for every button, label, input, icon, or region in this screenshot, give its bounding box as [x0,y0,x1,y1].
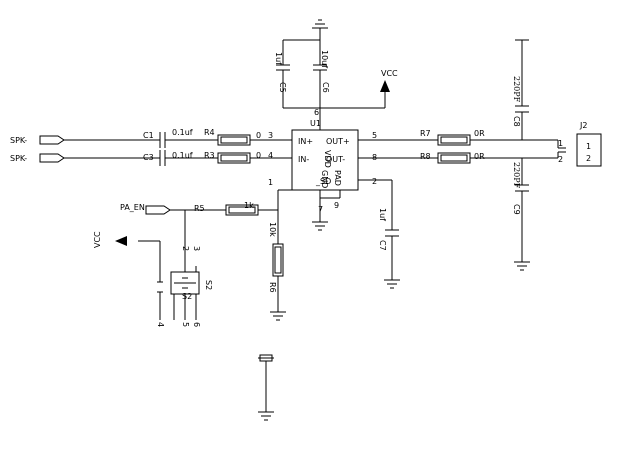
vcc-left-symbol: VCC [93,231,161,266]
r6-ref: R6 [268,282,277,293]
j2-side-pin-1: 1 [558,139,563,148]
capacitor-c7: 1uf C7 [358,179,400,289]
resistor-r3: R3 0 [204,151,261,164]
c1-ref: C1 [143,131,154,140]
u1-pin-in-minus: IN- [298,155,309,164]
c1-value: 0.1uf [172,128,193,137]
spk-port-bottom-label: SPK- [10,154,27,163]
u1-pin-2: 2 [372,177,377,186]
resistor-r7: R7 0R [420,129,485,146]
input-wires [64,139,292,159]
u1-label-pad: PAD [333,170,342,186]
u1-ref: U1 [310,119,321,128]
spk-port-bottom: SPK- [10,153,65,163]
r6-value: 10k [268,222,277,237]
u1-pin-4: 4 [268,151,273,160]
r4-pin-number: 0 [256,131,261,140]
c8-value: 220PF [512,76,521,103]
c7-ref: C7 [378,240,387,251]
c7-value: 1uf [378,208,387,221]
capacitor-c9: 220PF C9 [512,158,530,271]
r3-ref: R3 [204,151,215,160]
s2-pin-5: 5 [181,322,190,327]
r8-value: 0R [474,152,485,161]
s2-pin-3: 3 [192,246,201,251]
j2-side-pin-2: 2 [558,155,563,164]
switch-s2: S2 S2 2 3 4 5 6 [156,246,213,327]
resistor-r4: R4 0 [204,128,261,146]
u1-pin-out-minus: OUT- [326,155,345,164]
test-point-ground [258,354,274,421]
pa-en-port: PA_EN [120,203,171,215]
c3-ref: C3 [143,153,154,162]
r7-ref: R7 [420,129,431,138]
u1-ground [312,190,341,231]
r5-value: 1k [244,201,254,210]
s2-pin-4: 4 [156,322,165,327]
c9-value: 220PF [512,162,521,189]
j2-ref: J2 [579,121,587,130]
supply-decoupling [276,19,386,130]
spk-port-top: SPK- [10,135,65,145]
spk-port-top-label: SPK- [10,136,27,145]
u1-pin-sd: _SD [315,177,331,186]
r4-ref: R4 [204,128,215,137]
vcc-left-label: VCC [93,231,102,248]
r7-value: 0R [474,129,485,138]
c5-value: 1uf [274,52,283,65]
c6-value: 10uf [320,50,329,68]
s2-inner-label: S2 [182,292,192,301]
resistor-r6: 10k R6 [268,222,284,293]
u1-pin-6: 6 [314,108,319,117]
vcc-top-symbol: VCC [380,69,398,92]
capacitor-c8: 220PF C8 [512,39,529,140]
u1-pin-3: 3 [268,131,273,140]
pa-en-label: PA_EN [120,203,145,212]
connector-j2: J2 1 2 1 2 [557,121,602,167]
s2-ref: S2 [204,280,213,290]
u1-pin-1: 1 [268,178,273,187]
vcc-top-label: VCC [381,69,398,78]
u1-pin-9: 9 [334,201,339,210]
resistor-r8: R8 0R [420,152,485,164]
capacitor-c6: 10uf C6 [320,50,330,93]
ic-u1: IN+ IN- OUT+ OUT- _SD VDD GND PAD U1 3 4… [268,108,377,214]
r8-ref: R8 [420,152,431,161]
c3-value: 0.1uf [172,151,193,160]
c5-ref: C5 [278,82,287,93]
capacitor-c5: 1uf C5 [274,52,287,93]
u1-pin-5: 5 [372,131,377,140]
c6-ref: C6 [321,82,330,93]
u1-label-vdd: VDD [323,150,332,168]
sd-wires [170,189,292,321]
u1-pin-in-plus: IN+ [298,137,313,146]
s2-pin-2: 2 [181,246,190,251]
c8-ref: C8 [512,116,521,127]
capacitor-c3: C3 0.1uf [143,150,193,166]
capacitor-c1: C1 0.1uf [143,128,193,148]
r5-ref: R5 [194,204,205,213]
resistor-r5: R5 1k [194,201,259,216]
j2-pin-1: 1 [586,142,591,151]
output-wires [358,139,558,159]
r3-pin-number: 0 [256,151,261,160]
u1-label-gnd: GND [320,170,329,188]
s2-pin-6: 6 [192,322,201,327]
u1-pin-7: 7 [318,205,323,214]
u1-pin-out-plus: OUT+ [326,137,350,146]
j2-pin-2: 2 [586,154,591,163]
c9-ref: C9 [512,204,521,215]
